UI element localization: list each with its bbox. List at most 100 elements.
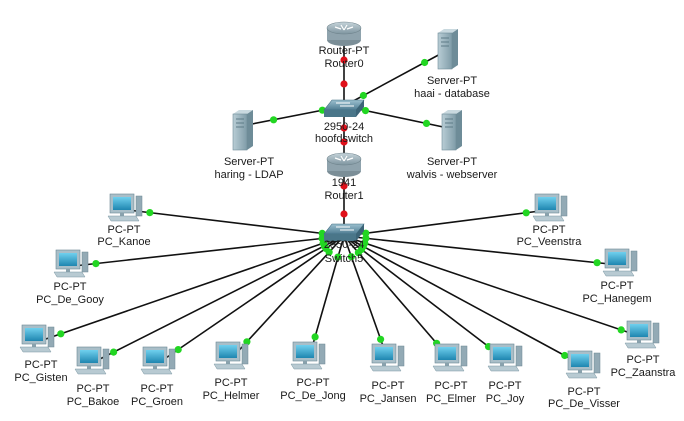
router1-name-label: Router1 — [324, 190, 363, 202]
pc-devisser-node[interactable]: PC-PT PC_De_Visser — [548, 350, 620, 410]
switch5-model-label: 2950-24 — [324, 239, 364, 251]
server-web-node[interactable]: Server-PT walvis - webserver — [406, 109, 498, 181]
pc-icon — [432, 343, 468, 372]
pc-zaanstra-model-label: PC-PT — [627, 354, 660, 366]
router-icon — [326, 152, 362, 178]
pc-veenstra-model-label: PC-PT — [533, 224, 566, 236]
server-icon — [437, 28, 459, 70]
link-status-indicator — [325, 248, 333, 256]
pc-icon — [74, 346, 110, 375]
pc-icon — [140, 346, 176, 375]
cable-switch5-pc_hanegem — [343, 235, 620, 266]
pc-icon — [107, 193, 143, 222]
router0-model-label: Router-PT — [319, 45, 370, 57]
router1-model-label: 1941 — [332, 177, 356, 189]
cable-switch5-pc_devisser — [343, 235, 585, 367]
switch5-node[interactable]: 2950-24 Switch5 — [323, 223, 365, 265]
cable-switch5-pc_joy — [343, 235, 507, 361]
pc-joy-node[interactable]: PC-PT PC_Joy — [486, 343, 525, 405]
link-status-indicator — [340, 138, 348, 146]
pc-hanegem-node[interactable]: PC-PT PC_Hanegem — [582, 248, 652, 305]
cable-switch5-pc_degooy — [73, 235, 345, 267]
link-status-indicator — [243, 338, 251, 346]
link-status-indicator — [270, 116, 278, 124]
server-web-model-label: Server-PT — [427, 156, 477, 168]
pc-jansen-node[interactable]: PC-PT PC_Jansen — [360, 343, 417, 405]
pc-icon — [602, 248, 638, 277]
pc-icon — [19, 324, 55, 353]
link-status-indicator — [110, 348, 118, 356]
router1-node[interactable]: 1941 Router1 — [324, 152, 364, 202]
pc-icon — [213, 341, 249, 370]
pc-bakoe-model-label: PC-PT — [77, 383, 110, 395]
pc-hanegem-model-label: PC-PT — [601, 280, 634, 292]
pc-groen-model-label: PC-PT — [141, 383, 174, 395]
pc-zaanstra-node[interactable]: PC-PT PC_Zaanstra — [611, 320, 677, 379]
link-status-indicator — [340, 124, 348, 132]
pc-elmer-name-label: PC_Elmer — [426, 393, 476, 405]
server-database-node[interactable]: Server-PT haai - database — [414, 28, 490, 100]
server-database-name-label: haai - database — [414, 88, 490, 100]
pc-groen-name-label: PC_Groen — [131, 396, 183, 408]
link-status-indicator — [362, 234, 370, 242]
cable-switch5-pc_bakoe — [93, 235, 345, 363]
pc-zaanstra-name-label: PC_Zaanstra — [611, 367, 677, 379]
pc-icon — [290, 341, 326, 370]
pc-elmer-model-label: PC-PT — [435, 380, 468, 392]
hoofdswitch-name-label: hoofdswitch — [315, 133, 373, 145]
pc-joy-model-label: PC-PT — [489, 380, 522, 392]
pc-icon — [624, 320, 660, 349]
pc-gisten-name-label: PC_Gisten — [14, 372, 67, 384]
pc-gisten-model-label: PC-PT — [25, 359, 58, 371]
pc-kanoe-node[interactable]: PC-PT PC_Kanoe — [97, 193, 151, 248]
pc-dejong-node[interactable]: PC-PT PC_De_Jong — [280, 341, 346, 402]
switch-icon — [323, 99, 365, 118]
router0-node[interactable]: Router-PT Router0 — [319, 21, 370, 70]
link-status-indicator — [334, 253, 342, 261]
server-ldap-node[interactable]: Server-PT haring - LDAP — [214, 109, 284, 181]
server-icon — [441, 109, 463, 151]
link-status-indicator — [340, 182, 348, 190]
pc-dejong-name-label: PC_De_Jong — [280, 390, 345, 402]
switch5-name-label: Switch5 — [325, 253, 364, 265]
link-status-indicator — [361, 107, 370, 115]
pc-kanoe-name-label: PC_Kanoe — [97, 236, 150, 248]
pc-gisten-node[interactable]: PC-PT PC_Gisten — [14, 324, 68, 384]
hoofdswitch-node[interactable]: 2950-24 hoofdswitch — [315, 99, 373, 145]
pc-elmer-node[interactable]: PC-PT PC_Elmer — [426, 343, 476, 405]
link-status-indicator — [362, 229, 370, 237]
pc-hanegem-name-label: PC_Hanegem — [582, 293, 651, 305]
link-status-indicator — [421, 58, 429, 67]
pc-helmer-name-label: PC_Helmer — [203, 390, 260, 402]
pc-devisser-name-label: PC_De_Visser — [548, 398, 620, 410]
pc-icon — [487, 343, 523, 372]
link-status-indicator — [593, 259, 601, 267]
link-status-indicator — [340, 210, 348, 218]
link-status-indicator — [146, 209, 154, 217]
link-status-indicator — [522, 209, 530, 217]
link-status-indicator — [422, 119, 431, 127]
pc-icon — [53, 249, 89, 278]
link-status-indicator — [561, 351, 569, 360]
cable-switch5-pc_elmer — [343, 235, 452, 361]
pc-dejong-model-label: PC-PT — [297, 377, 330, 389]
pc-degooy-model-label: PC-PT — [54, 281, 87, 293]
pc-jansen-name-label: PC_Jansen — [360, 393, 417, 405]
pc-helmer-node[interactable]: PC-PT PC_Helmer — [203, 341, 260, 402]
server-web-name-label: walvis - webserver — [406, 169, 498, 181]
pc-degooy-node[interactable]: PC-PT PC_De_Gooy — [36, 249, 104, 306]
cable-switch5-pc_veenstra — [343, 209, 549, 237]
server-icon — [232, 109, 254, 151]
pc-icon — [565, 350, 601, 379]
pc-helmer-model-label: PC-PT — [215, 377, 248, 389]
pc-bakoe-node[interactable]: PC-PT PC_Bakoe — [67, 346, 120, 408]
pc-degooy-name-label: PC_De_Gooy — [36, 294, 104, 306]
pc-bakoe-name-label: PC_Bakoe — [67, 396, 120, 408]
link-status-indicator — [617, 326, 625, 334]
pc-veenstra-node[interactable]: PC-PT PC_Veenstra — [517, 193, 583, 248]
pc-groen-node[interactable]: PC-PT PC_Groen — [131, 346, 183, 408]
hoofdswitch-model-label: 2950-24 — [324, 121, 364, 133]
link-status-indicator — [340, 56, 348, 64]
cable-switch5-pc_gisten — [39, 235, 345, 342]
